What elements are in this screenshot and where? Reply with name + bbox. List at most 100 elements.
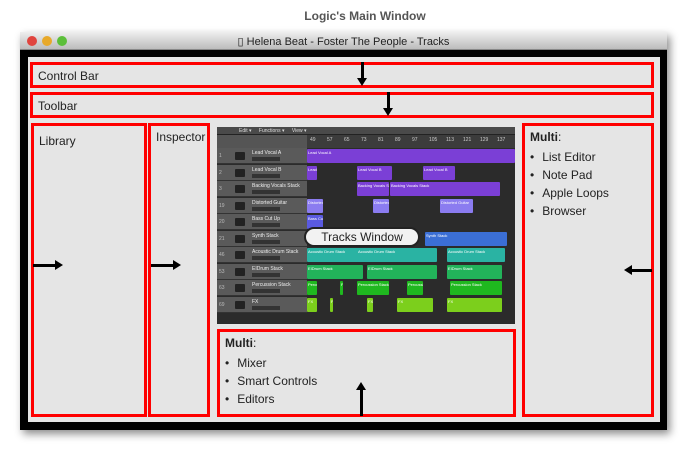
track-name: Bass Cut Up (252, 216, 281, 222)
region[interactable]: EIDrum Stack (447, 264, 502, 279)
region[interactable]: Distorted Guitar (307, 198, 323, 213)
region[interactable]: Lead Vocal B (423, 165, 455, 180)
region[interactable]: Percussion Stack (340, 281, 343, 295)
region[interactable]: Percussion Stack (407, 281, 423, 295)
toolbar-label: Toolbar (38, 99, 78, 113)
list-item: Note Pad (530, 166, 646, 184)
track-number: 53 (219, 268, 225, 275)
arrange-area[interactable]: Lead Vocal A Lead Vocal B Lead Vocal B Lead… (307, 148, 515, 324)
region[interactable]: Lead Vocal B (307, 165, 317, 180)
region[interactable]: Percussion Stack (307, 281, 317, 295)
arrow-down (387, 92, 390, 110)
close-button[interactable] (27, 36, 37, 46)
minimize-button[interactable] (42, 36, 52, 46)
track-buttons[interactable] (252, 289, 280, 293)
region[interactable]: Acoustic Drum Stack (357, 248, 437, 262)
track-buttons[interactable] (252, 206, 280, 211)
list-item: Mixer (225, 354, 508, 372)
track-buttons[interactable] (252, 272, 280, 277)
title-bar: ▯ Helena Beat - Foster The People - Trac… (20, 32, 667, 50)
control-bar-label: Control Bar (38, 69, 99, 83)
track-number: 19 (219, 202, 225, 209)
multi-bottom-area: Multi: Mixer Smart Controls Editors (217, 329, 516, 417)
region[interactable]: FX (397, 297, 433, 312)
region[interactable]: Lead Vocal A (307, 149, 515, 163)
region[interactable]: Acoustic Drum Stack (307, 248, 363, 262)
ruler-tick: 65 (344, 137, 350, 143)
track-number: 1 (219, 153, 222, 159)
ruler-tick: 57 (327, 137, 333, 143)
arrow-left (630, 269, 652, 272)
arrow-right (151, 264, 175, 267)
track-name: Lead Vocal A (252, 150, 282, 156)
track-buttons[interactable] (252, 305, 280, 310)
list-item: Smart Controls (225, 372, 508, 390)
inspector-label: Inspector (156, 130, 206, 144)
instrument-icon (235, 267, 245, 276)
region[interactable]: Lead Vocal B (357, 165, 392, 180)
track-buttons[interactable] (252, 223, 280, 227)
region[interactable]: Bass Cu (307, 215, 323, 229)
region[interactable]: Backing Vocals Stack (390, 182, 500, 196)
instrument-icon (235, 218, 245, 226)
arrow-right (33, 264, 57, 267)
region[interactable]: Distorted Guitar (440, 198, 473, 213)
region[interactable]: Distorted Guitar (373, 198, 389, 213)
instrument-icon (235, 185, 245, 193)
window-title: Helena Beat - Foster The People - Tracks (246, 36, 450, 48)
region[interactable]: Percussion Stack (357, 281, 389, 295)
ruler-tick: 129 (480, 137, 489, 143)
track-name: Synth Stack (252, 232, 279, 239)
track-name: FX (252, 298, 259, 305)
track-buttons[interactable] (252, 239, 280, 244)
region[interactable]: FX (307, 297, 317, 312)
region[interactable]: EIDrum Stack (367, 264, 437, 279)
instrument-icon (235, 201, 245, 210)
functions-menu[interactable]: Functions ▾ (258, 128, 285, 134)
region[interactable]: FX (367, 297, 373, 312)
inspector-area: Inspector (148, 123, 210, 417)
track-header[interactable]: 20 Bass Cut Up (217, 214, 307, 230)
arrow-right-head (55, 260, 63, 270)
region[interactable]: Backing Vocals Stack (357, 182, 389, 196)
instrument-icon (235, 284, 245, 292)
region[interactable]: Acoustic Drum Stack (447, 248, 505, 262)
instrument-icon (235, 251, 245, 259)
track-name: Percussion Stack (252, 282, 291, 288)
tracks-window-label: Tracks Window (304, 227, 420, 247)
arrow-right-head (173, 260, 181, 270)
region[interactable]: FX (330, 297, 333, 312)
ruler-tick: 89 (395, 137, 401, 143)
list-item: Apple Loops (530, 184, 646, 202)
view-menu[interactable]: View ▾ (291, 128, 307, 134)
zoom-button[interactable] (57, 36, 67, 46)
track-buttons[interactable] (252, 256, 280, 260)
ruler-tick: 49 (310, 137, 316, 143)
region[interactable]: Percussion Stack (450, 281, 502, 295)
region[interactable]: EIDrum Stack (307, 264, 363, 279)
arrow-down (361, 62, 364, 80)
region[interactable]: Synth Stack (425, 231, 507, 246)
library-area: Library (31, 123, 147, 417)
track-number: 20 (219, 219, 225, 225)
instrument-icon (235, 152, 245, 160)
region[interactable]: FX (447, 297, 502, 312)
list-item: Editors (225, 390, 508, 408)
track-buttons[interactable] (252, 157, 280, 161)
track-header[interactable]: 1 Lead Vocal A (217, 148, 307, 164)
track-buttons[interactable] (252, 173, 280, 178)
track-buttons[interactable] (252, 190, 280, 194)
track-name: Backing Vocals Stack (252, 183, 300, 189)
edit-menu[interactable]: Edit ▾ (239, 128, 252, 134)
tracks-menu-bar: Edit ▾ Functions ▾ View ▾ (217, 127, 515, 135)
